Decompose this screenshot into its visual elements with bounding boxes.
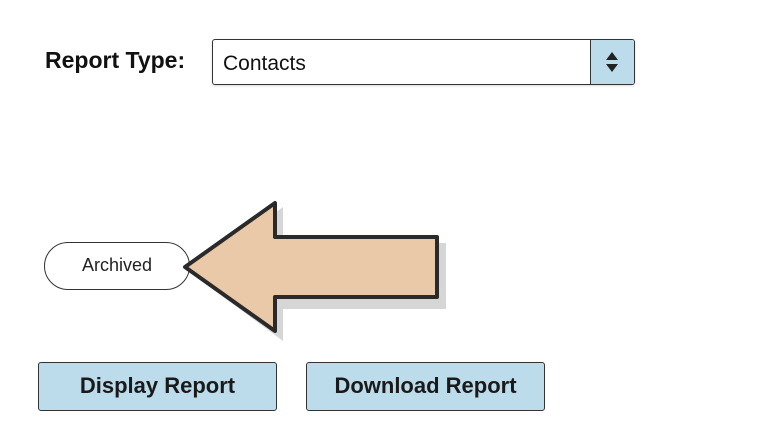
archived-toggle[interactable]: Archived: [44, 242, 190, 290]
select-stepper[interactable]: [590, 40, 634, 84]
download-report-button[interactable]: Download Report: [306, 362, 545, 411]
report-type-selected-value: Contacts: [223, 52, 306, 75]
display-report-button[interactable]: Display Report: [38, 362, 277, 411]
pointer-arrow-icon: [183, 201, 446, 341]
report-type-select[interactable]: Contacts: [212, 39, 635, 85]
report-type-label: Report Type:: [45, 47, 186, 73]
up-down-arrows-icon: [606, 52, 618, 72]
